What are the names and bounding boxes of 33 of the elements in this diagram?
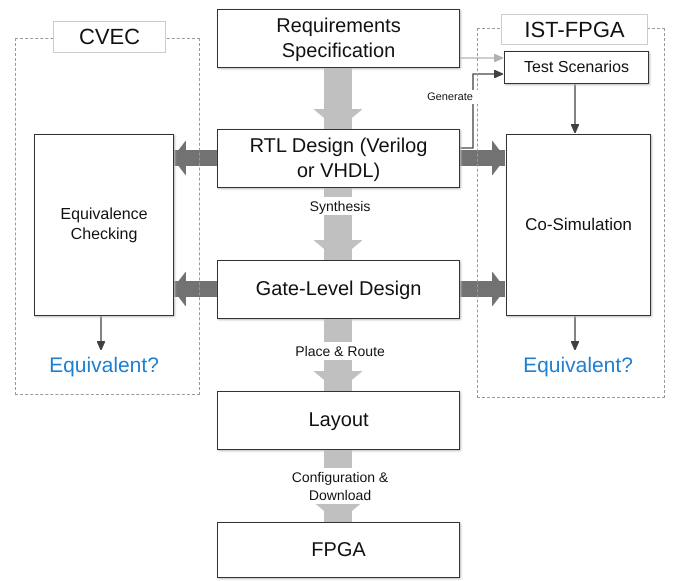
result-text: Equivalent? [513,351,643,381]
box-label: FPGA [311,538,366,562]
block-arrow [460,272,506,306]
box-label: Co-Simulation [525,214,632,236]
block-arrow [314,450,362,522]
arrow [570,315,580,350]
block-arrow [172,140,217,176]
arrow [96,315,106,350]
process-box [217,9,460,68]
block-arrow [314,319,362,392]
process-box [217,129,460,188]
process-box [217,522,460,578]
process-box [217,391,460,450]
box-label: Layout [308,408,369,433]
region-title: IST-FPGA [501,14,648,45]
process-box [217,260,460,319]
process-box [504,51,649,84]
block-arrow [314,188,362,260]
result-text: Equivalent? [41,351,167,381]
arrow [460,54,504,62]
block-arrow [314,68,362,130]
process-box [34,134,174,316]
box-label: Equivalence Checking [59,205,149,245]
box-label: RTL Design (Verilog or VHDL) [250,134,428,184]
block-arrow [460,140,506,176]
box-label: Gate-Level Design [256,277,422,302]
block-arrow [172,272,217,306]
box-label: Test Scenarios [524,58,629,78]
arrow [570,83,580,134]
box-label: Requirements Specification [275,14,402,64]
arrow [460,70,504,149]
process-box [506,134,651,316]
region-title: CVEC [53,21,166,53]
